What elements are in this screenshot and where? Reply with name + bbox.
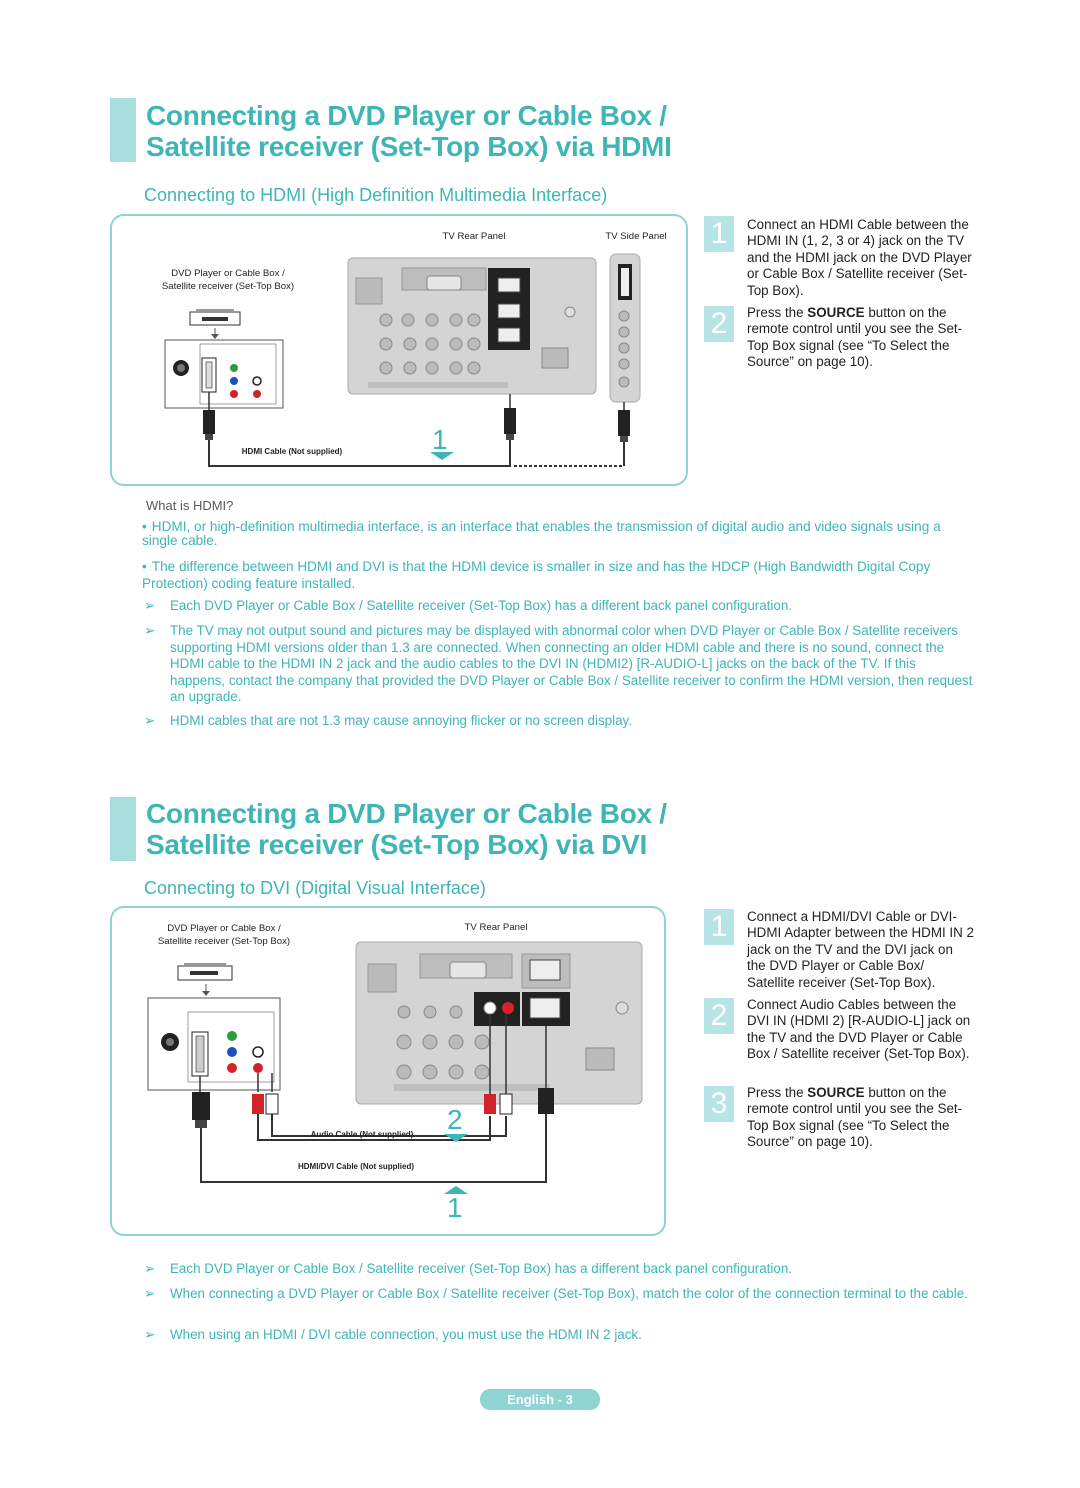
diagram-step-marker-1: 1 — [432, 424, 448, 455]
subtitle-dvi: Connecting to DVI (Digital Visual Interf… — [144, 878, 486, 898]
step-number-2: 2 — [704, 998, 734, 1034]
step-text-1: Connect a HDMI/DVI Cable or DVI-HDMI Ada… — [747, 909, 974, 990]
step-1-arrow — [430, 452, 454, 460]
dvi-and-audio-cables — [192, 1014, 554, 1183]
step-number-1: 1 — [704, 909, 734, 945]
hdmi-cables — [203, 392, 630, 467]
title-line-1: Connecting a DVD Player or Cable Box / — [146, 798, 667, 829]
set-top-box-icon — [189, 309, 241, 326]
dvi-note-1: ➢Each DVD Player or Cable Box / Satellit… — [144, 1261, 792, 1276]
step-text-1: Connect an HDMI Cable between the HDMI I… — [747, 217, 972, 298]
step-text-2: Press the SOURCE button on the remote co… — [747, 305, 963, 370]
step-2-arrow — [444, 1134, 468, 1142]
tv-side-panel-drawing — [609, 253, 641, 403]
device-label-line-1: DVD Player or Cable Box / — [167, 923, 281, 934]
diagram-step-marker-1: 1 — [447, 1192, 463, 1223]
subtitle-hdmi: Connecting to HDMI (High Definition Mult… — [144, 185, 608, 205]
tv-side-panel-label: TV Side Panel — [605, 231, 667, 242]
set-top-box-icon — [177, 963, 233, 981]
device-label-line-2: Satellite receiver (Set-Top Box) — [157, 936, 291, 947]
source-button-label: SOURCE — [807, 305, 865, 320]
source-button-label: SOURCE — [807, 1085, 865, 1100]
device-label-line-1: DVD Player or Cable Box / — [171, 268, 285, 279]
section-accent-bar — [110, 797, 136, 861]
hdmi-cable-label: HDMI Cable (Not supplied) — [241, 447, 343, 456]
hdmi-note-3: ➢HDMI cables that are not 1.3 may cause … — [144, 713, 632, 728]
hdmi-connection-diagram — [164, 253, 641, 467]
title-line-1: Connecting a DVD Player or Cable Box / — [146, 100, 667, 131]
dvi-connection-diagram — [147, 941, 643, 1194]
hdmi-bullet-2: •The difference between HDMI and DVI is … — [142, 559, 931, 591]
tv-rear-panel-drawing — [355, 941, 643, 1105]
page-number-badge: English - 3 — [480, 1389, 600, 1410]
diagram-step-marker-2: 2 — [447, 1104, 463, 1135]
title-line-2: Satellite receiver (Set-Top Box) via DVI — [146, 829, 647, 860]
device-label-line-2: Satellite receiver (Set-Top Box) — [161, 281, 295, 292]
hdmi-bullet-1: •HDMI, or high-definition multimedia int… — [142, 519, 941, 548]
tv-rear-panel-label: TV Rear Panel — [464, 922, 528, 933]
dvi-note-3: ➢When using an HDMI / DVI cable connecti… — [144, 1327, 642, 1342]
device-back-panel — [147, 997, 281, 1091]
hdmi-note-2: ➢The TV may not output sound and picture… — [144, 623, 973, 704]
tv-rear-panel-label: TV Rear Panel — [442, 231, 506, 242]
audio-cable-label: Audio Cable (Not supplied) — [310, 1130, 414, 1139]
step-text-3: Press the SOURCE button on the remote co… — [747, 1085, 963, 1150]
dvi-cable-label: HDMI/DVI Cable (Not supplied) — [298, 1162, 414, 1171]
step-number-3: 3 — [704, 1086, 734, 1122]
title-line-2: Satellite receiver (Set-Top Box) via HDM… — [146, 131, 672, 162]
tv-rear-panel-drawing — [347, 257, 597, 395]
section-title-hdmi: Connecting a DVD Player or Cable Box / S… — [146, 100, 672, 162]
step-1-arrow — [444, 1186, 468, 1194]
step-text-2: Connect Audio Cables between the DVI IN … — [747, 997, 971, 1062]
section-title-dvi: Connecting a DVD Player or Cable Box / S… — [146, 798, 667, 860]
hdmi-note-1: ➢Each DVD Player or Cable Box / Satellit… — [144, 598, 792, 613]
what-is-hdmi-heading: What is HDMI? — [146, 498, 234, 513]
section-accent-bar — [110, 98, 136, 162]
step-number-1: 1 — [704, 216, 734, 252]
device-back-panel — [164, 339, 284, 409]
step-number-2: 2 — [704, 306, 734, 342]
dvi-note-2: ➢When connecting a DVD Player or Cable B… — [144, 1286, 968, 1301]
